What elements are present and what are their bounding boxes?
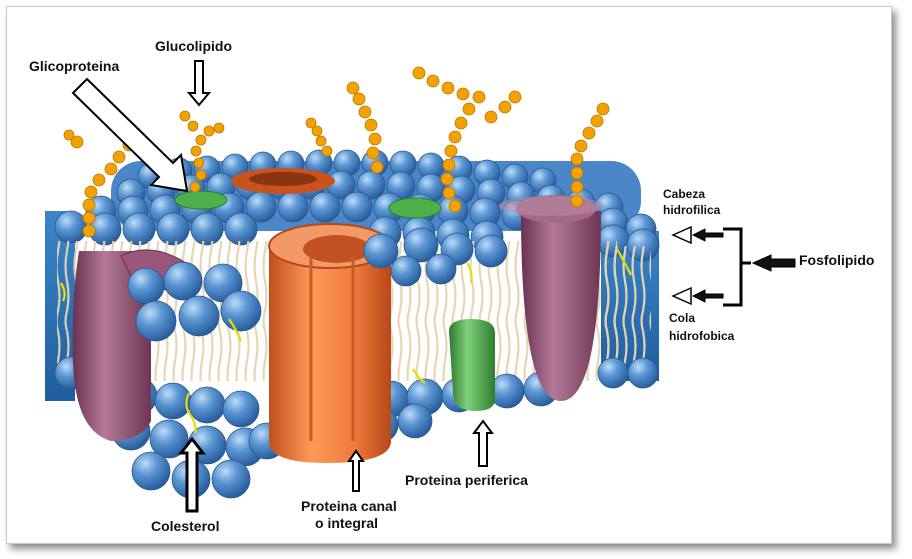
glucolipido-arrow xyxy=(189,61,209,105)
label-cabeza-line1: Cabeza xyxy=(663,187,705,202)
cola-arrow xyxy=(693,290,723,302)
proteina-canal-arrow xyxy=(349,451,363,491)
label-glucolipido: Glucolipido xyxy=(155,38,232,54)
proteina-periferica-arrow xyxy=(474,421,492,466)
label-colesterol: Colesterol xyxy=(151,518,219,534)
cell-membrane-diagram xyxy=(7,7,892,544)
fosfolipido-bracket xyxy=(723,229,751,305)
fosfolipido-arrow xyxy=(753,255,795,271)
label-fosfolipido: Fosfolipido xyxy=(799,252,874,268)
label-proteina-periferica: Proteina periferica xyxy=(405,472,528,488)
label-cola-line1: Cola xyxy=(669,311,695,326)
label-cola-line2: hidrofobica xyxy=(669,329,734,344)
label-cabeza-line2: hidrofilica xyxy=(663,203,720,218)
label-proteina-canal-line1: Proteina canal xyxy=(301,498,397,514)
figure-frame: Glucolipido Glicoproteina Cabeza hidrofi… xyxy=(6,6,892,544)
cabeza-arrow xyxy=(693,229,723,241)
label-glicoproteina: Glicoproteina xyxy=(29,58,119,74)
label-proteina-canal-line2: o integral xyxy=(315,515,378,531)
